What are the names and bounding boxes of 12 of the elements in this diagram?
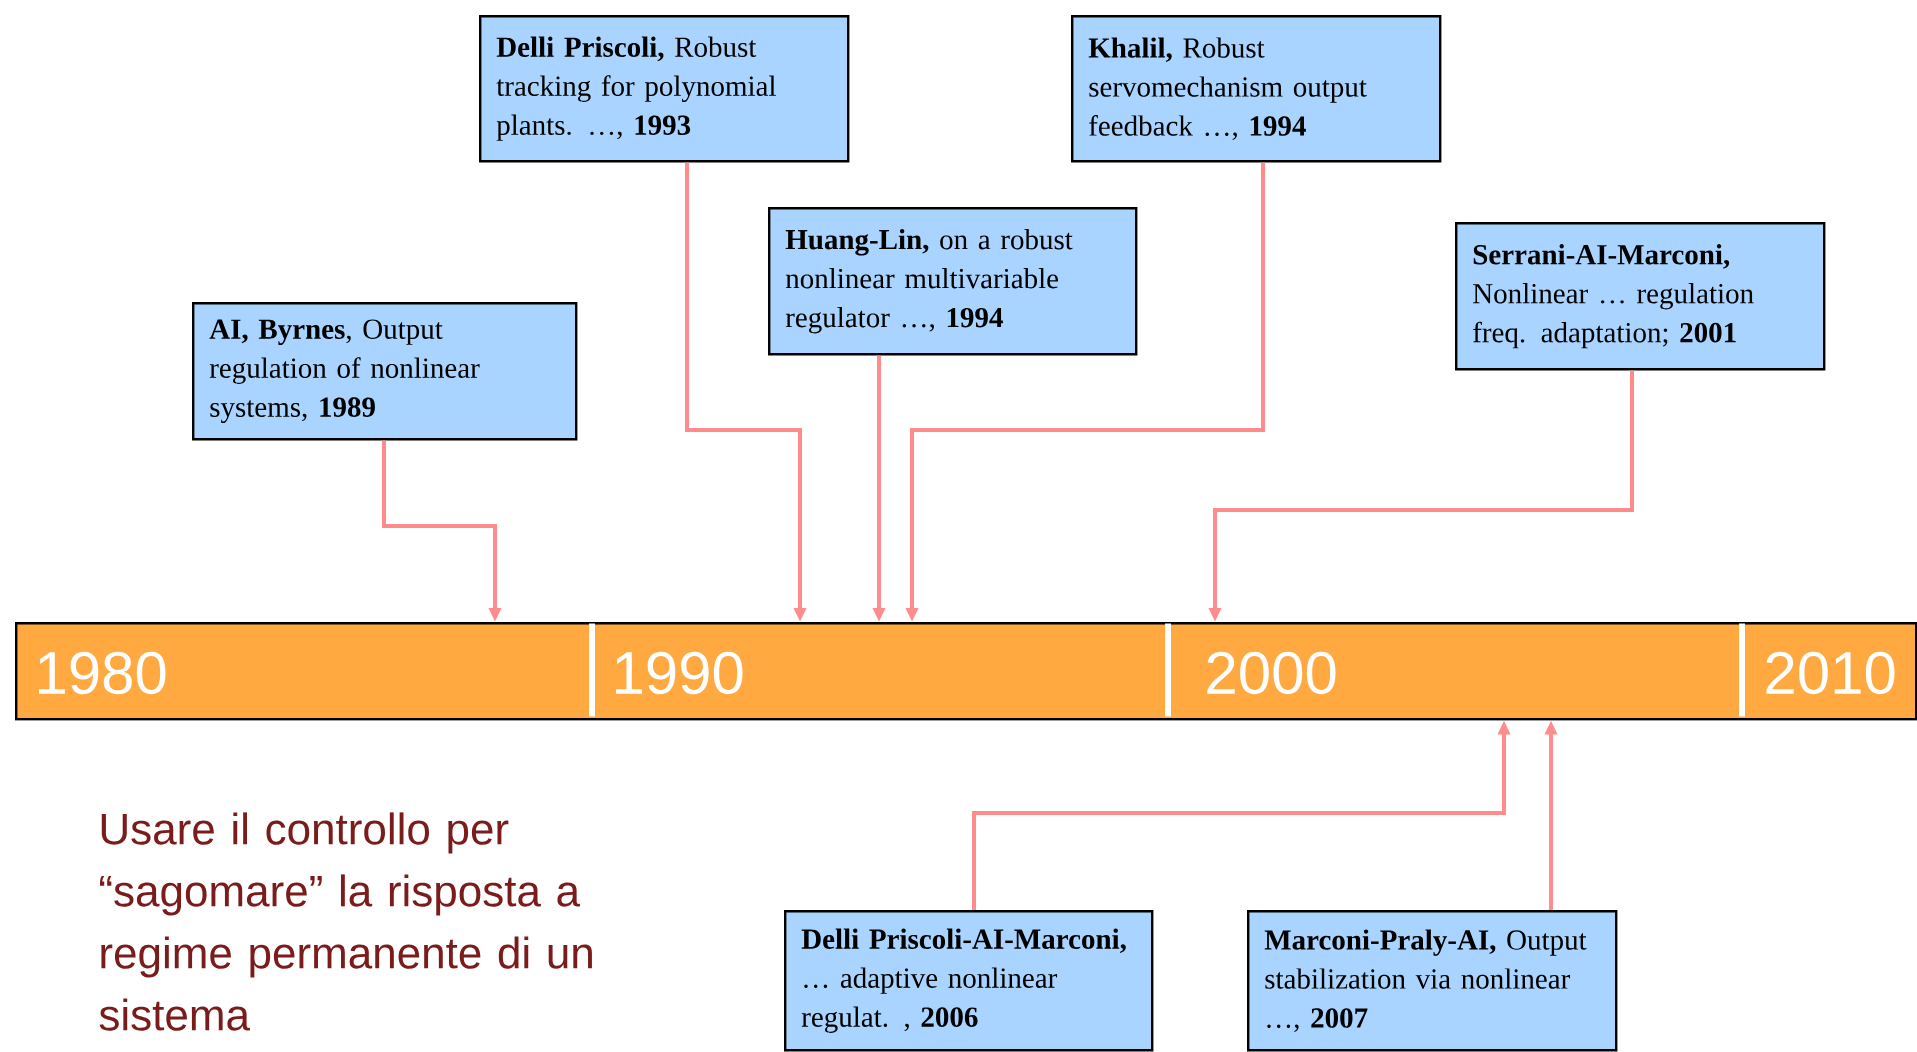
reference-box: Delli Priscoli-AI-Marconi, … adaptive nonlinear regulat. , 2006 — [784, 910, 1154, 1052]
year-label: 2010 — [1766, 651, 1895, 695]
reference-box: Marconi-Praly-AI, Output stabilization via nonlinear …, 2007 — [1247, 910, 1618, 1052]
reference-box: Huang-Lin, on a robust nonlinear multivariable regulator …, 1994 — [768, 207, 1138, 356]
note-text: Usare il controllo per “sagomare” la risposta a regime permanente di un sistema — [99, 812, 592, 1031]
reference-box: Delli Priscoli, Robust tracking for polynomial plants. …, 1993 — [479, 15, 850, 163]
reference-box: Khalil, Robust servomechanism output feedback …, 1994 — [1071, 15, 1442, 163]
reference-box: Serrani-AI-Marconi, Nonlinear … regulation freq. adaptation; 2001 — [1455, 222, 1826, 371]
year-label: 1990 — [616, 651, 743, 695]
year-label: 2000 — [1207, 651, 1336, 695]
year-label: 1980 — [39, 651, 166, 695]
reference-box: AI, Byrnes, Output regulation of nonlinear systems, 1989 — [192, 302, 578, 441]
